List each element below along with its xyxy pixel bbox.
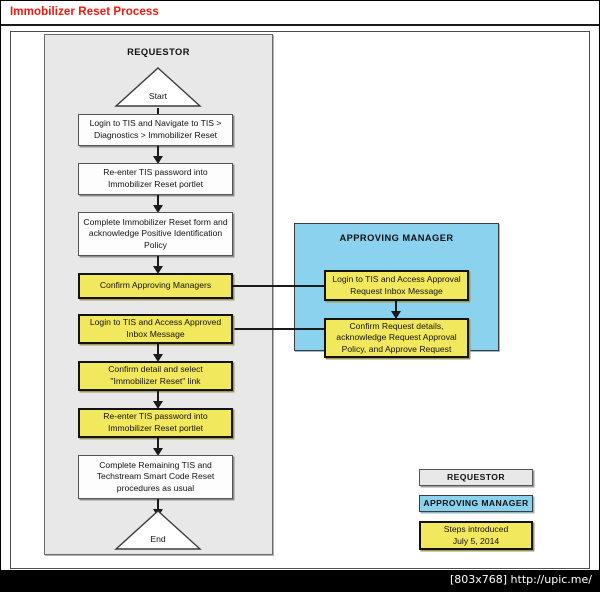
connector-r6-to-r7 (157, 391, 159, 404)
terminator-end: End (114, 509, 202, 551)
diagram-frame: REQUESTOR APPROVING MANAGER Start Login … (10, 31, 590, 569)
process-node-m1[interactable]: Login to TIS and Access Approval Request… (324, 270, 469, 301)
legend-item-new-steps: Steps introduced July 5, 2014 (419, 521, 533, 550)
legend-item-requestor: REQUESTOR (419, 469, 533, 486)
triangle-shape-icon (114, 510, 202, 550)
arrowhead-r2-to-r3 (153, 205, 163, 213)
process-node-r3[interactable]: Complete Immobilizer Reset form and ackn… (78, 212, 233, 256)
connector-r2-to-r3 (157, 195, 159, 208)
arrowhead-m1-to-m2 (391, 311, 401, 319)
arrowhead-r7-to-r8 (153, 448, 163, 456)
process-node-r2[interactable]: Re-enter TIS password into Immobilizer R… (78, 163, 233, 195)
terminator-start-label: Start (148, 91, 168, 101)
process-node-m2[interactable]: Confirm Request details, acknowledge Req… (324, 318, 469, 358)
process-node-r1[interactable]: Login to TIS and Navigate to TIS > Diagn… (78, 114, 233, 146)
footer-watermark-text: [803x768] http://upic.me/ (449, 573, 592, 586)
arrowhead-r1-to-r2 (153, 156, 163, 164)
arrowhead-r5-to-r6 (153, 354, 163, 362)
connector-r8-to-end (157, 499, 159, 512)
connector-r7-to-r8 (157, 438, 159, 451)
process-node-r5[interactable]: Login to TIS and Access Approved Inbox M… (78, 314, 233, 344)
swimlane-manager-title: APPROVING MANAGER (339, 233, 454, 243)
terminator-start: Start (114, 66, 202, 108)
process-node-r4[interactable]: Confirm Approving Managers (78, 273, 233, 299)
page-title: Immobilizer Reset Process (10, 6, 159, 18)
legend-new-line2: July 5, 2014 (452, 535, 500, 546)
terminator-end-label: End (150, 534, 166, 544)
swimlane-requestor-title: REQUESTOR (127, 47, 190, 57)
triangle-shape-icon (114, 67, 202, 107)
arrowhead-r3-to-r4 (153, 266, 163, 274)
connector-m1-to-m2 (395, 301, 397, 314)
connector-r5-to-r6 (157, 344, 159, 357)
legend-item-approving-manager: APPROVING MANAGER (419, 495, 533, 512)
connector-r4-to-m1 (233, 285, 326, 287)
title-band: Immobilizer Reset Process (1, 1, 599, 26)
legend-new-line1: Steps introduced (443, 524, 509, 535)
process-node-r8[interactable]: Complete Remaining TIS and Techstream Sm… (78, 455, 233, 499)
connector-r1-to-r2 (157, 146, 159, 159)
arrowhead-r6-to-r7 (153, 401, 163, 409)
footer-bar: [803x768] http://upic.me/ (1, 570, 599, 591)
process-node-r6[interactable]: Confirm detail and select "Immobilizer R… (78, 361, 233, 391)
connector-r3-to-r4 (157, 256, 159, 269)
process-node-r7[interactable]: Re-enter TIS password into Immobilizer R… (78, 408, 233, 438)
